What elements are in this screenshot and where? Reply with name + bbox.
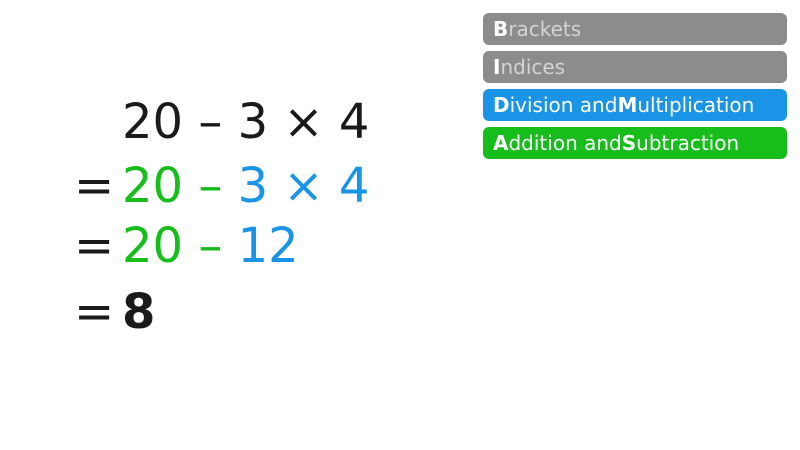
- bidmas-label: ndices: [500, 55, 566, 79]
- step-1-multiplication-part: 3 × 4: [237, 158, 370, 214]
- bidmas-label: ivision and: [509, 93, 618, 117]
- step-1-line: = 20 – 3 × 4: [74, 158, 369, 214]
- bidmas-label: rackets: [508, 17, 582, 41]
- expression-line: 20 – 3 × 4: [74, 94, 369, 150]
- bidmas-label: ubtraction: [636, 131, 740, 155]
- bidmas-label: ultiplication: [637, 93, 755, 117]
- result-line: = 8: [74, 284, 155, 340]
- step-2-line: = 20 – 12: [74, 218, 299, 274]
- equals-sign: =: [74, 284, 115, 340]
- bidmas-label: ddition and: [508, 131, 622, 155]
- equals-sign: =: [74, 158, 115, 214]
- bidmas-initial: I: [493, 55, 501, 79]
- step-2-product: 12: [237, 218, 299, 274]
- bidmas-initial: D: [493, 93, 510, 117]
- worked-calculation: 20 – 3 × 4 = 20 – 3 × 4 = 20 – 12 = 8: [74, 94, 369, 340]
- bidmas-initial: B: [493, 17, 509, 41]
- bidmas-initial: M: [617, 93, 638, 117]
- bidmas-initial: A: [493, 131, 509, 155]
- final-answer: 8: [122, 284, 156, 340]
- expression-original: 20 – 3 × 4: [122, 94, 370, 150]
- step-1-addition-part: 20 –: [122, 158, 238, 214]
- bidmas-initial: S: [621, 131, 637, 155]
- equals-sign: =: [74, 218, 115, 274]
- step-2-subtraction-part: 20 –: [122, 218, 238, 274]
